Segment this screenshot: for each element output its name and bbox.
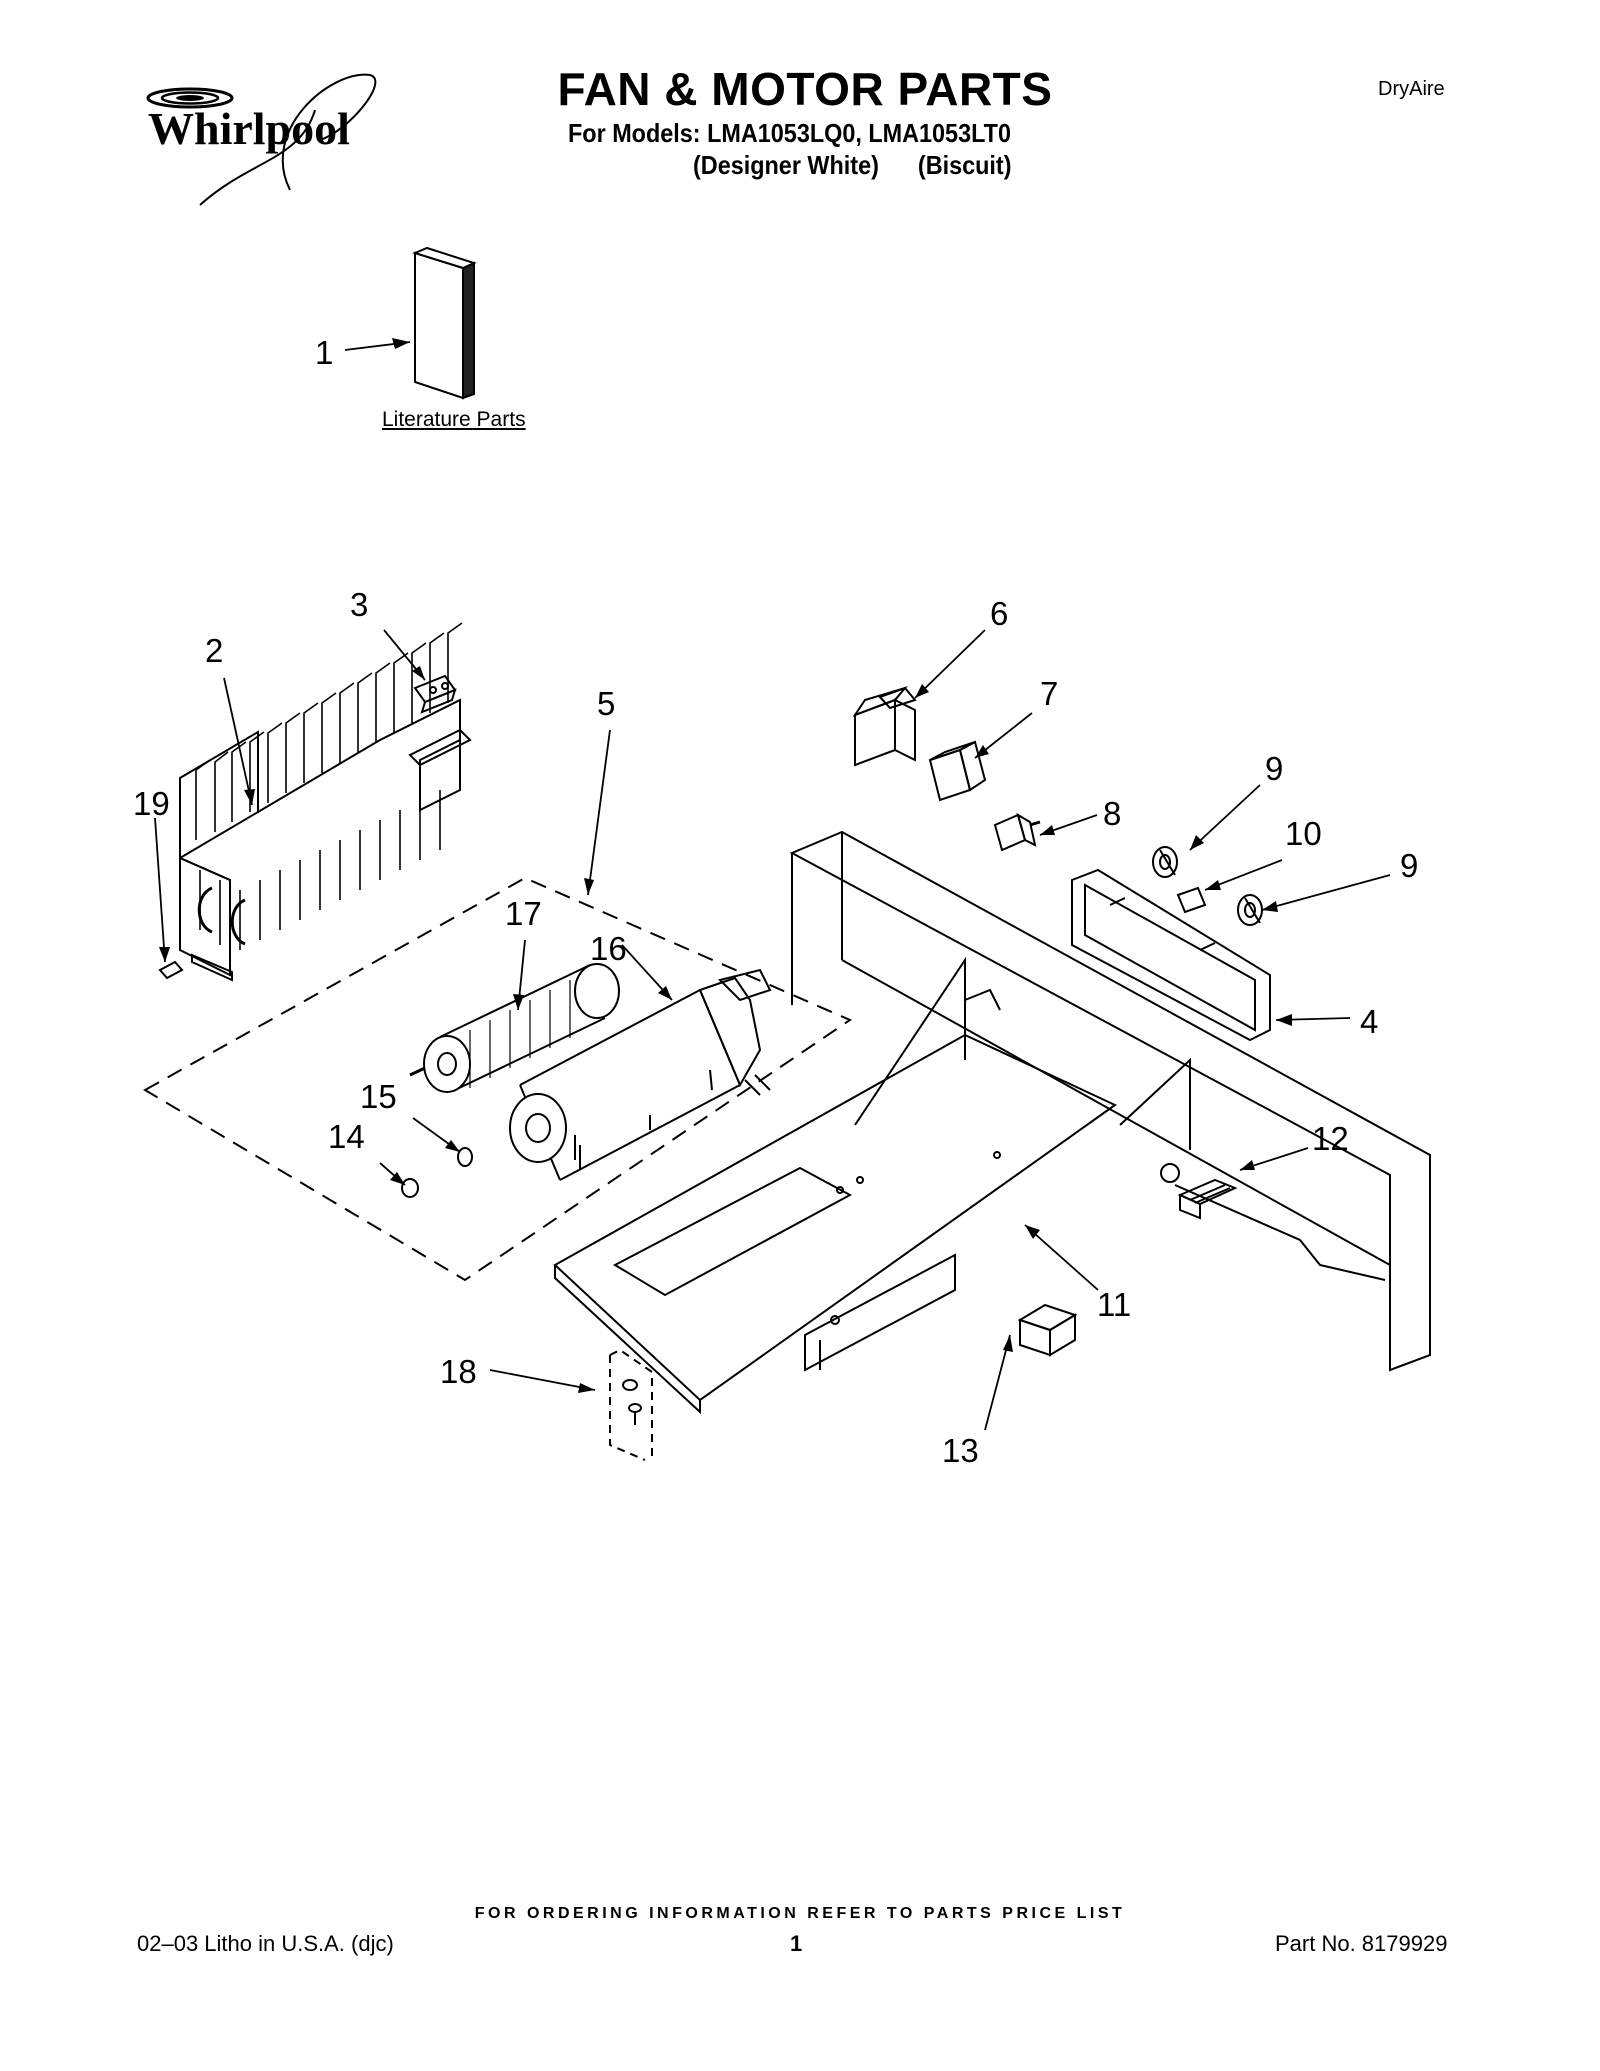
clip-drawing <box>158 960 184 980</box>
page-number: 1 <box>790 1931 803 1956</box>
model-variants-line: (Designer White) (Biscuit) <box>693 150 1012 180</box>
blower-wheel-drawing <box>409 963 620 1093</box>
ordering-note: FOR ORDERING INFORMATION REFER TO PARTS … <box>474 1905 1126 1922</box>
callout-15: 15 <box>360 1078 397 1115</box>
callout-9-second: 9 <box>1400 847 1418 884</box>
callout-4: 4 <box>1360 1003 1378 1040</box>
callout-3: 3 <box>350 586 368 623</box>
knob-housing-drawing <box>928 740 987 802</box>
small-switch-drawing <box>1176 886 1207 914</box>
front-panel-drawing <box>789 830 1431 1372</box>
connector-drawing <box>1177 1178 1238 1220</box>
callout-10: 10 <box>1285 815 1322 852</box>
litho-info: 02–03 Litho in U.S.A. (djc) <box>137 1931 394 1956</box>
knob-drawing <box>993 812 1041 852</box>
callout-18: 18 <box>440 1353 477 1390</box>
control-clip-drawing-2 <box>1237 894 1263 926</box>
models-line: For Models: LMA1053LQ0, LMA1053LT0 <box>568 118 1011 148</box>
callout-12: 12 <box>1312 1120 1349 1157</box>
switch-housing-drawing <box>852 686 917 767</box>
callout-arrowheads <box>159 338 1292 1393</box>
callout-13: 13 <box>942 1432 979 1469</box>
grommet-drawing <box>401 1178 419 1198</box>
whirlpool-logo: Whirlpool <box>146 73 377 206</box>
logo-wordmark: Whirlpool <box>148 103 350 154</box>
plug-block-drawing <box>1017 1303 1078 1357</box>
callout-5: 5 <box>597 685 615 722</box>
literature-booklet-drawing <box>412 246 477 400</box>
callout-19: 19 <box>133 785 170 822</box>
callout-1: 1 <box>315 334 333 371</box>
callout-9: 9 <box>1265 750 1283 787</box>
callout-numbers: 1 2 3 4 5 6 7 8 9 9 10 11 12 13 14 15 16… <box>133 334 1418 1469</box>
callout-14: 14 <box>328 1118 365 1155</box>
base-plate-drawing <box>553 956 1386 1415</box>
callout-16: 16 <box>590 930 627 967</box>
product-line-name: DryAire <box>1378 78 1445 100</box>
grommet-small-drawing <box>457 1147 473 1167</box>
callout-6: 6 <box>990 595 1008 632</box>
literature-parts-label: Literature Parts <box>382 408 526 431</box>
bracket-drawing <box>413 674 457 714</box>
heatsink-drawing <box>179 622 472 982</box>
callout-2: 2 <box>205 632 223 669</box>
page-title: FAN & MOTOR PARTS <box>557 63 1053 115</box>
screw-group-drawing <box>609 1348 653 1462</box>
callout-17: 17 <box>505 895 542 932</box>
part-number: Part No. 8179929 <box>1275 1931 1448 1956</box>
callout-8: 8 <box>1103 795 1121 832</box>
callout-11: 11 <box>1097 1286 1131 1323</box>
motor-drawing <box>509 968 772 1181</box>
control-clip-drawing <box>1152 846 1178 878</box>
fan-motor-assembly-outline <box>142 876 853 1282</box>
callout-7: 7 <box>1040 675 1058 712</box>
